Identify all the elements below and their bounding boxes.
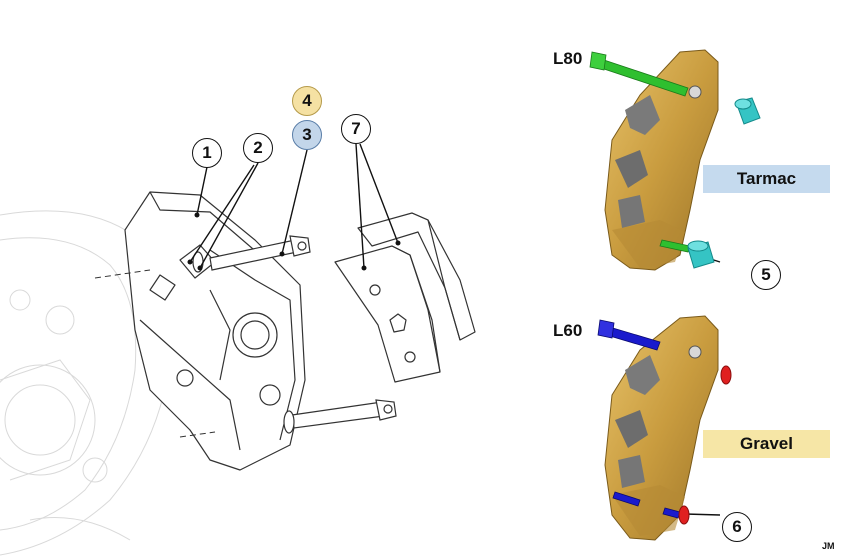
leader-dots bbox=[187, 212, 401, 271]
author-initials: JM bbox=[822, 541, 835, 551]
tarmac-tag: Tarmac bbox=[703, 165, 830, 193]
l80-label: L80 bbox=[553, 49, 583, 68]
leader-lines bbox=[189, 143, 721, 516]
l80-bolt bbox=[589, 51, 691, 253]
lower-long-bolt bbox=[291, 399, 397, 429]
callout-5: 5 bbox=[751, 260, 781, 290]
l60-bolt bbox=[597, 319, 681, 519]
gravel-tag: Gravel bbox=[703, 430, 830, 458]
caliper-line-drawing bbox=[124, 191, 306, 471]
callout-2: 2 bbox=[243, 133, 273, 163]
tarmac-caliper bbox=[604, 49, 719, 271]
callout-3: 3 bbox=[292, 120, 322, 150]
brake-pads bbox=[334, 212, 476, 383]
gravel-caliper bbox=[604, 315, 719, 541]
callout-7: 7 bbox=[341, 114, 371, 144]
upper-long-bolt bbox=[209, 235, 311, 271]
gravel-spacers bbox=[678, 365, 732, 525]
callout-4: 4 bbox=[292, 86, 322, 116]
callout-1: 1 bbox=[192, 138, 222, 168]
tarmac-spacers bbox=[687, 97, 761, 269]
axis-lines bbox=[94, 269, 216, 438]
l60-label: L60 bbox=[553, 321, 583, 340]
callout-6: 6 bbox=[722, 512, 752, 542]
